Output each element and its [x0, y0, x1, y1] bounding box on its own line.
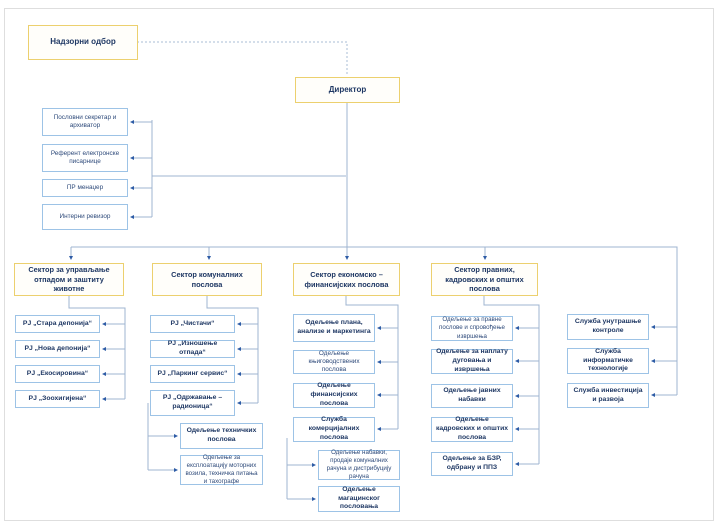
node-internal-auditor: Интерни ревизор — [42, 204, 128, 230]
node-sector-legal: Сектор правних, кадровских и општих посл… — [431, 263, 538, 296]
node-dept-knjigovodstvenih-poslova: Одељење књиговодствених послова — [293, 350, 375, 374]
node-supervisory-board: Надзорни одбор — [28, 25, 138, 60]
node-registry-clerk: Референт електронске писарнице — [42, 144, 128, 172]
node-sluzba-informaticke-tehnologije: Служба информатичке технологије — [567, 348, 649, 374]
node-sector-waste: Сектор за управљање отпадом и заштиту жи… — [14, 263, 124, 296]
node-rj-ekosirovina: РЈ „Екосировина“ — [15, 365, 100, 383]
node-sector-finance: Сектор економско – финансијских послова — [293, 263, 400, 296]
node-pr-manager: ПР менаџер — [42, 179, 128, 197]
node-sluzba-unutrasnje-kontrole: Служба унутрашње контроле — [567, 314, 649, 340]
node-dept-nabavki-prodaje: Одељење набавки, продаје комуналних рачу… — [318, 449, 400, 480]
node-dept-finansijskih-poslova: Одељење финансијских послова — [293, 382, 375, 408]
node-rj-cistaci: РЈ „Чистачи“ — [150, 315, 235, 333]
node-dept-naplata-dugovanja: Одељење за наплату дуговања и извршења — [431, 348, 513, 374]
node-dept-javnih-nabavki: Одељење јавних набавки — [431, 384, 513, 408]
node-rj-iznosenje-otpada: РЈ „Изношење отпада“ — [150, 340, 235, 358]
node-business-secretary: Пословни секретар и архиватор — [42, 108, 128, 136]
node-rj-nova-deponija: РЈ „Нова депонија“ — [15, 340, 100, 358]
node-sector-communal: Сектор комуналних послова — [152, 263, 262, 296]
node-dept-bzr-odbrana-ppz: Одељење за БЗР, одбрану и ППЗ — [431, 452, 513, 476]
node-rj-stara-deponija: РЈ „Стара депонија“ — [15, 315, 100, 333]
node-rj-parking-servis: РЈ „Паркинг сервис“ — [150, 365, 235, 383]
node-sluzba-investicija-razvoja: Служба инвестиција и развоја — [567, 383, 649, 408]
node-dept-magacinskog-poslovanja: Одељење магацинског пословања — [318, 486, 400, 512]
node-dept-plana-analize-marketinga: Одељење плана, анализе и маркетинга — [293, 314, 375, 342]
node-dept-kadrovskih-opstih: Одељење кадровских и општих послова — [431, 416, 513, 442]
node-rj-zoohigijena: РЈ „Зоохигијена“ — [15, 390, 100, 408]
node-rj-odrzavanje-radionica: РЈ „Одржавање – радионица“ — [150, 390, 235, 416]
node-dept-tehnickih-poslova: Одељење техничких послова — [180, 423, 263, 449]
node-director: Директор — [295, 77, 400, 103]
node-sluzba-komercijalnih-poslova: Служба комерцијалних послова — [293, 416, 375, 442]
node-dept-pravne-poslove: Одељење за правне послове и спровођење и… — [431, 316, 513, 341]
node-dept-eksploatacija-vozila: Одељење за експлоатацију моторних возила… — [180, 454, 263, 485]
